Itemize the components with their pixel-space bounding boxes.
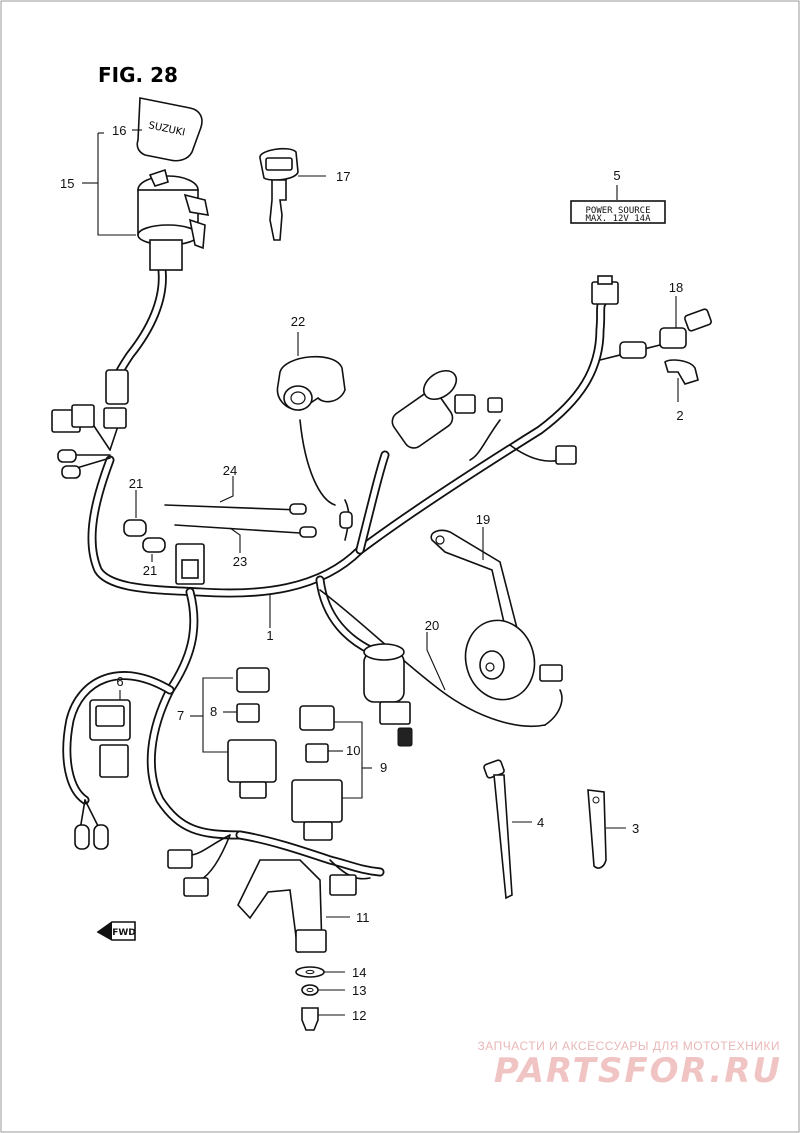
figure-title: FIG. 28 (98, 63, 178, 87)
callout-13: 13 (352, 983, 366, 998)
hardware-stack (295, 966, 325, 1031)
top-connector (591, 275, 619, 305)
lower-left-connectors (167, 849, 357, 897)
callout-18: 18 (669, 280, 683, 295)
callout-8: 8 (210, 704, 217, 719)
cable-tie-long (483, 759, 513, 900)
callout-16: 16 (112, 123, 126, 138)
callout-5: 5 (613, 168, 620, 183)
ignition-cap: SUZUKI (136, 97, 203, 162)
clamp-strap (587, 789, 607, 869)
power-label-line1: POWER SOURCE (585, 206, 650, 216)
callout-3: 3 (632, 821, 639, 836)
left-top-connectors (51, 369, 129, 479)
fwd-arrow-text: FWD (112, 928, 136, 938)
fuse-holder (619, 308, 712, 359)
regulator (363, 643, 413, 747)
ignition-coil (391, 369, 503, 449)
fuse-box-left (227, 667, 277, 799)
callout-20: 20 (425, 618, 439, 633)
horn (464, 619, 563, 701)
fuse-box-right (291, 705, 343, 841)
relay (74, 699, 131, 850)
callout-numbers: 1 2 3 4 5 6 7 8 9 10 11 12 13 14 15 16 1… (60, 123, 684, 1023)
callout-22: 22 (291, 314, 305, 329)
callout-2: 2 (676, 408, 683, 423)
callout-12: 12 (352, 1008, 366, 1023)
callout-21a: 21 (129, 476, 143, 491)
callout-6: 6 (116, 674, 123, 689)
ignition-key (259, 147, 299, 241)
lead-wires (123, 503, 353, 553)
callout-7: 7 (177, 708, 184, 723)
callout-19: 19 (476, 512, 490, 527)
callout-1: 1 (266, 628, 273, 643)
mounting-bracket (237, 859, 327, 953)
callout-14: 14 (352, 965, 366, 980)
callout-9: 9 (380, 760, 387, 775)
callout-21b: 21 (143, 563, 157, 578)
callout-11: 11 (356, 910, 370, 925)
callout-17: 17 (336, 169, 350, 184)
power-label-line2: MAX. 12V 14A (585, 214, 651, 224)
power-source-label: POWER SOURCE MAX. 12V 14A (570, 200, 666, 224)
callout-4: 4 (537, 815, 544, 830)
watermark: ЗАПЧАСТИ И АКСЕССУАРЫ ДЛЯ МОТОТЕХНИКИ PA… (478, 1039, 782, 1091)
right-connector (555, 445, 577, 465)
harness-connector-left (175, 543, 205, 585)
handlebar-switch (276, 355, 346, 411)
fwd-arrow: FWD (96, 921, 136, 941)
ignition-switch (137, 168, 210, 271)
watermark-logo: PARTSFOR.RU (494, 1051, 782, 1091)
callout-15: 15 (60, 176, 74, 191)
wire-set (64, 344, 661, 881)
fuse-clamp (664, 359, 699, 385)
callout-24: 24 (223, 463, 237, 478)
callout-23: 23 (233, 554, 247, 569)
watermark-tagline: ЗАПЧАСТИ И АКСЕССУАРЫ ДЛЯ МОТОТЕХНИКИ (478, 1039, 780, 1053)
callout-10: 10 (346, 743, 360, 758)
leader-lines (82, 129, 679, 1016)
